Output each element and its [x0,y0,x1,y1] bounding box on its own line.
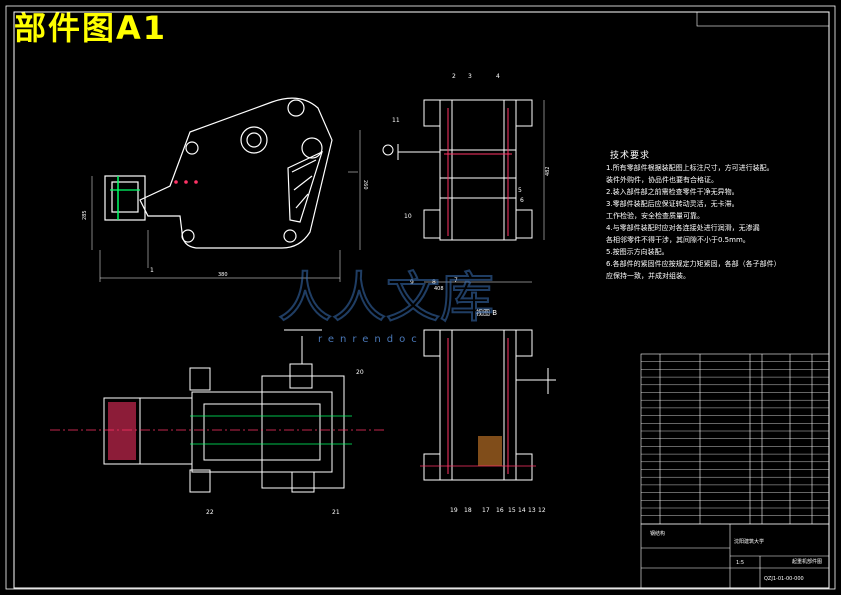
note-line: 装件外购件，协品件也要有合格证。 [606,176,718,184]
outer-border [5,5,836,590]
parts-list-table [640,353,830,589]
inner-border [13,11,830,589]
title-block-drawing-no: QZJ1-01-00-000 [764,576,804,582]
technical-requirements: 技术要求 1.所有零部件根据装配图上标注尺寸，方可进行装配。 装件外购件，协品件… [606,150,806,282]
part-label-9: 9 [410,279,414,286]
part-label-15: 15 [508,507,516,514]
part-label-3: 3 [468,73,472,80]
part-label-5: 5 [518,187,522,194]
note-line: 4.与零部件装配时应对各连接处进行润滑，无渗漏 [606,224,760,232]
part-label-16: 16 [496,507,504,514]
part-label-7: 7 [454,277,458,284]
view-label: 视图 B [476,309,498,317]
svg-text:408: 408 [434,286,444,292]
title-block-company: 沈阳建筑大学 [734,539,765,545]
plan-view-fill [50,402,384,460]
drawing-title: 部件图A1 [14,9,168,47]
part-label-2: 2 [452,73,456,80]
part-label-19: 19 [450,507,458,514]
section-view-labels: 19 18 17 16 15 14 13 12 [450,507,546,514]
front-frame-view [382,99,533,241]
note-line: 工作检验，安全检查质量可靠。 [606,212,704,220]
part-label-11: 11 [392,117,400,124]
svg-text:260: 260 [362,180,368,190]
title-block-material: 钢结构 [650,531,666,537]
title-block-drawing-name: 起重机部件图 [792,559,823,565]
section-view [423,329,556,481]
front-frame-dims [424,100,545,283]
part-label-6: 6 [520,197,524,204]
watermark-logo: 人人文库 [277,265,495,330]
watermark-brand: 人人文库 [278,266,494,329]
part-label-4: 4 [496,73,500,80]
svg-text:285: 285 [82,210,88,220]
note-line: 各相邻零件不得干涉，其间隙不小于0.5mm。 [606,236,750,244]
notes-heading: 技术要求 [610,151,651,161]
corner-box [696,11,830,27]
title-block-scale: 1:5 [736,560,745,566]
part-label-12: 12 [538,507,546,514]
part-label-13: 13 [528,507,536,514]
svg-text:380: 380 [218,272,228,278]
note-line: 1.所有零部件根据装配图上标注尺寸，方可进行装配。 [606,164,774,172]
part-label-20: 20 [356,369,364,376]
section-view-highlight [420,338,536,474]
part-label-1: 1 [150,267,154,274]
note-line: 应保持一致，并成对组装。 [606,272,690,280]
side-plate-view [104,97,333,249]
note-line: 5.按图示方向装配。 [606,248,669,256]
part-label-8: 8 [432,279,436,286]
part-label-21: 21 [332,509,340,516]
parts-list-rows [641,361,829,516]
part-label-10: 10 [404,213,412,220]
side-plate-details: 380 285 260 1 [82,130,368,282]
part-label-18: 18 [464,507,472,514]
part-label-22: 22 [206,509,214,516]
front-frame-labels: 2 3 4 5 6 7 8 9 10 11 [392,73,524,286]
note-line: 3.零部件装配后应保证转动灵活，无卡滞。 [606,200,739,208]
part-label-17: 17 [482,507,490,514]
note-line: 2.装入部件部之前需检查零件干净无异物。 [606,188,739,196]
front-frame-highlight [444,108,512,236]
watermark-url: renrendoc [318,334,423,345]
svg-text:482: 482 [545,166,551,176]
plan-view [103,329,345,493]
note-line: 6.各部件的紧固件应按规定力矩紧固，各部（各子部件） [606,260,781,268]
part-label-14: 14 [518,507,526,514]
